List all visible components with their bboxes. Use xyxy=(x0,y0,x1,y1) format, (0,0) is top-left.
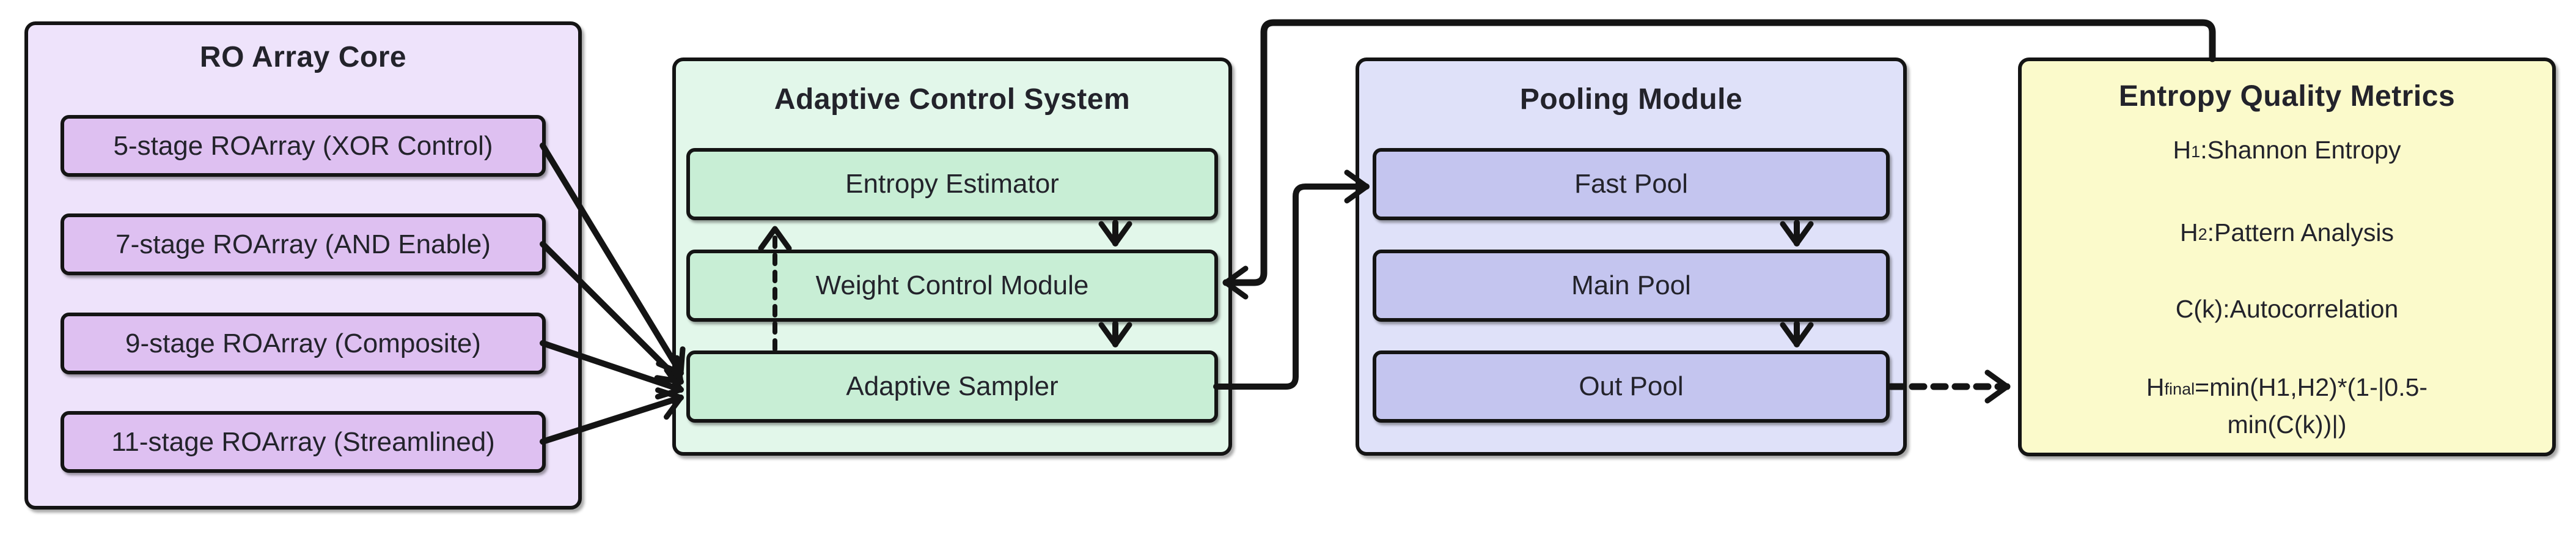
metric-subscript: 1 xyxy=(2191,143,2201,161)
node-5-stage-roarray: 5-stage ROArray (XOR Control) xyxy=(61,115,546,177)
node-adaptive-sampler: Adaptive Sampler xyxy=(686,350,1218,423)
panel-title-entropy-quality-metrics: Entropy Quality Metrics xyxy=(2118,80,2456,113)
metric-text: :Pattern Analysis xyxy=(2207,218,2394,247)
group-title-ro-array-core: RO Array Core xyxy=(199,41,407,73)
node-9-stage-roarray: 9-stage ROArray (Composite) xyxy=(61,313,546,374)
node-main-pool: Main Pool xyxy=(1373,250,1890,322)
metric-subscript: final xyxy=(2164,380,2195,399)
group-title-pooling-module: Pooling Module xyxy=(1519,83,1743,116)
node-out-pool: Out Pool xyxy=(1373,350,1890,423)
metric-text: H xyxy=(2179,218,2198,247)
metric-text: :Autocorrelation xyxy=(2223,294,2399,323)
metric-text: H xyxy=(2146,373,2165,401)
metric-text: =min(H1,H2)*(1-|0.5- xyxy=(2195,373,2428,401)
metric-text: C(k) xyxy=(2175,294,2223,323)
metric-line-hfinal-formula-2: min(C(k))|) xyxy=(2018,407,2556,442)
node-7-stage-roarray: 7-stage ROArray (AND Enable) xyxy=(61,213,546,275)
node-fast-pool: Fast Pool xyxy=(1373,148,1890,220)
metric-text: :Shannon Entropy xyxy=(2200,135,2401,164)
node-entropy-estimator: Entropy Estimator xyxy=(686,148,1218,220)
group-title-adaptive-control-system: Adaptive Control System xyxy=(774,83,1131,116)
node-weight-control-module: Weight Control Module xyxy=(686,250,1218,322)
node-11-stage-roarray: 11-stage ROArray (Streamlined) xyxy=(61,411,546,473)
metric-line-autocorrelation: C(k):Autocorrelation xyxy=(2018,292,2556,326)
metric-text: min(C(k))|) xyxy=(2227,410,2347,439)
metric-text: H xyxy=(2173,135,2192,164)
metric-subscript: 2 xyxy=(2198,225,2207,244)
edge-adaptive-sampler-to-fast-pool xyxy=(1213,169,1370,390)
